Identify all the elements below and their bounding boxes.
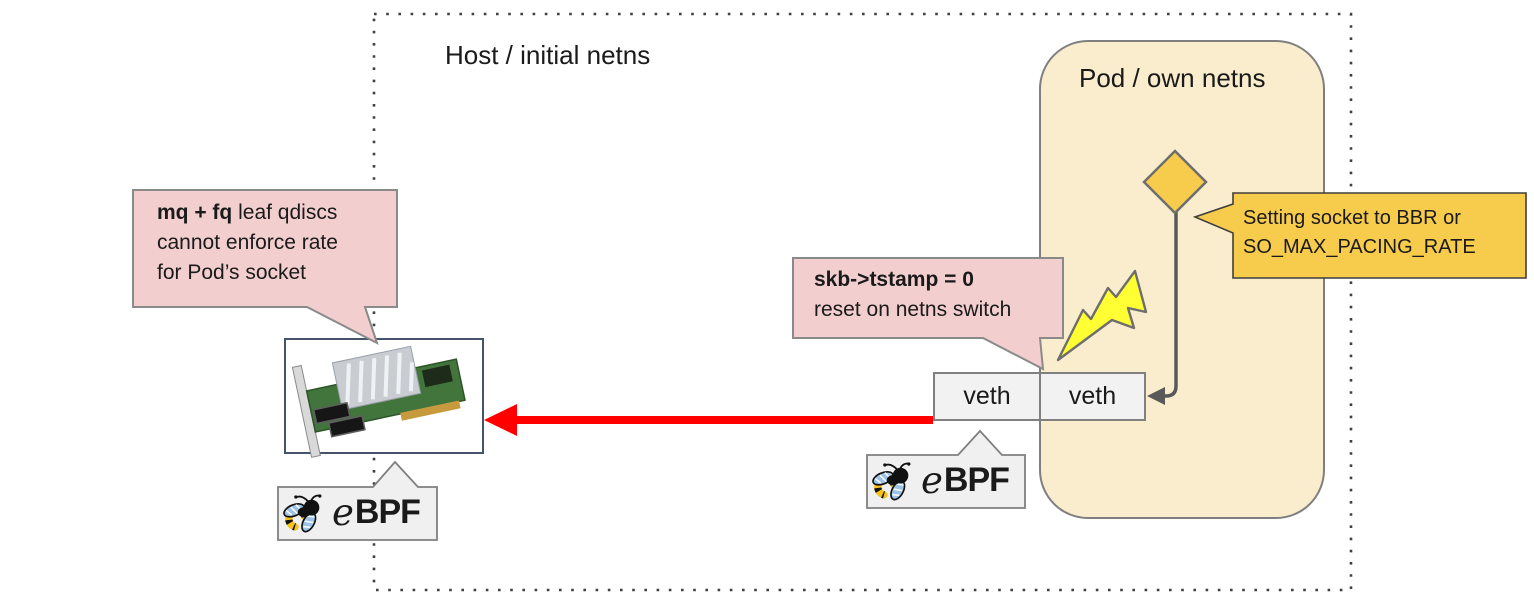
socket-decision-diamond-icon xyxy=(1142,149,1208,215)
qdisc-line1-rest: leaf qdiscs xyxy=(232,201,338,224)
ebpf-e-glyph: e xyxy=(921,458,943,502)
redirect-arrow-head xyxy=(484,404,517,436)
nic-sfp-port-2 xyxy=(327,415,366,438)
pacing-callout-bubble xyxy=(1192,192,1527,279)
tstamp-bubble-text: skb->tstamp = 0 reset on netns switch xyxy=(814,265,1011,325)
nic-pcie-connector xyxy=(400,400,461,421)
qdisc-bubble-line3: for Pod’s socket xyxy=(157,261,307,284)
nic-sfp-port-1 xyxy=(312,401,351,425)
pod-netns-box xyxy=(1039,40,1325,519)
qdisc-bold-text: mq + fq xyxy=(157,201,233,224)
qdisc-speech-bubble xyxy=(132,189,398,346)
pacing-callout-text: Setting socket to BBR or SO_MAX_PACING_R… xyxy=(1243,204,1476,262)
tstamp-bubble-line2: reset on netns switch xyxy=(814,298,1012,321)
qdisc-bubble-line1: mq + fq leaf qdiscs xyxy=(157,198,338,228)
host-netns-boundary xyxy=(372,12,1353,592)
nic-heatsink-fins xyxy=(345,352,414,405)
nic-chip xyxy=(421,364,453,388)
tstamp-bubble-line1: skb->tstamp = 0 xyxy=(814,268,974,291)
ebpf-bpf-text: BPF xyxy=(943,461,1010,499)
ebpf-bee-icon xyxy=(283,494,322,533)
ebpf-e-glyph: e xyxy=(332,490,354,534)
veth-pod-box xyxy=(1039,372,1146,421)
qdisc-bubble-text: mq + fq leaf qdiscs cannot enforce rate … xyxy=(157,198,338,288)
lightning-bolt-icon xyxy=(1056,269,1148,362)
socket-to-veth-arrow xyxy=(1160,212,1178,398)
ebpf-logo-host: e BPF xyxy=(283,489,435,539)
socket-to-veth-arrowhead xyxy=(1147,387,1165,405)
pacing-callout-line2: SO_MAX_PACING_RATE xyxy=(1243,236,1476,258)
veth-host-box xyxy=(933,372,1041,421)
ebpf-bee-icon xyxy=(872,462,911,501)
veth-pod-label: veth xyxy=(1068,382,1117,410)
ebpf-bpf-text: BPF xyxy=(354,493,421,531)
ebpf-logo-pod-box xyxy=(866,429,1026,509)
nic-image xyxy=(284,338,484,458)
pacing-callout-line1: Setting socket to BBR or xyxy=(1243,207,1461,229)
ebpf-logo-pod: e BPF xyxy=(872,457,1022,507)
qdisc-bubble-line2: cannot enforce rate xyxy=(157,231,338,254)
ebpf-logo-host-box xyxy=(277,460,438,541)
tstamp-speech-bubble xyxy=(792,257,1064,371)
pod-netns-label: Pod / own netns xyxy=(1079,63,1266,93)
host-netns-label: Host / initial netns xyxy=(445,40,651,70)
veth-host-label: veth xyxy=(963,382,1011,410)
